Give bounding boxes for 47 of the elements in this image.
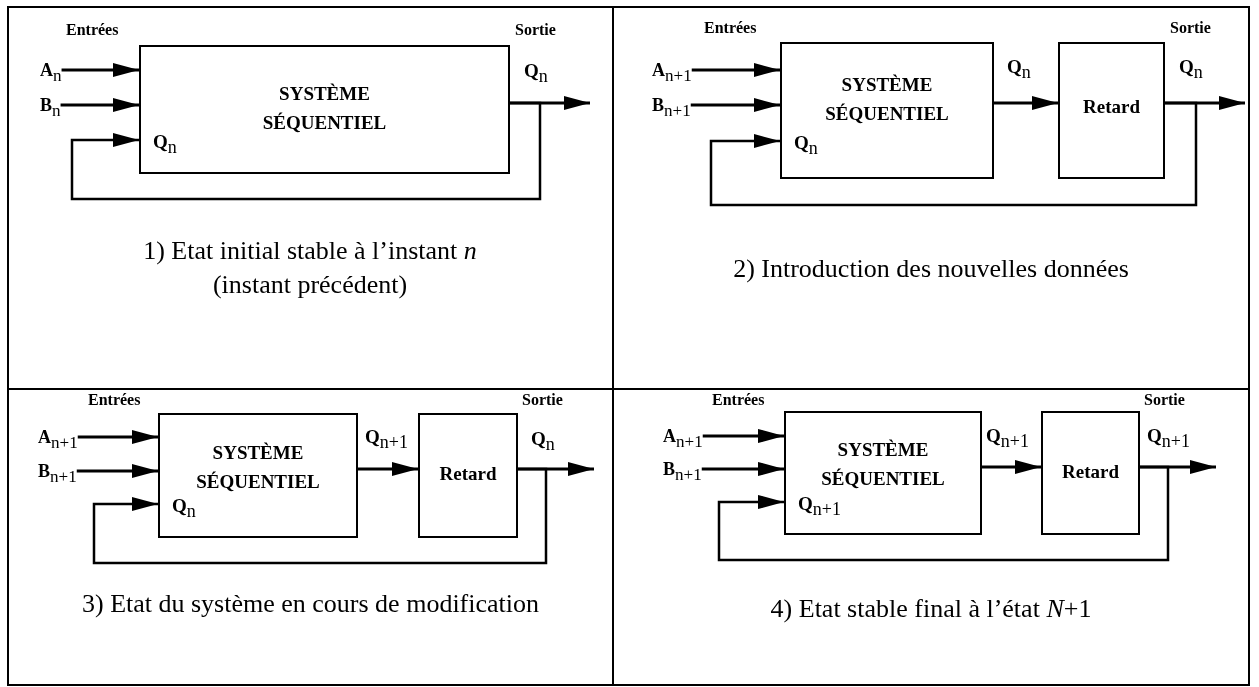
delay-box bbox=[418, 413, 518, 538]
delay-box bbox=[1041, 411, 1140, 535]
arrow bbox=[702, 429, 784, 443]
arrow bbox=[982, 460, 1041, 474]
block-title: Retard bbox=[1082, 95, 1141, 119]
caption-text: 3) Etat du système en cours de modification bbox=[80, 588, 540, 620]
arrow bbox=[701, 462, 784, 476]
inputs-heading: Entrées bbox=[704, 19, 757, 37]
arrow bbox=[994, 96, 1058, 110]
caption-text: 1) Etat initial stable à l’instant n (instant précédent) bbox=[142, 235, 478, 301]
block-title: SYSTÈME SÉQUENTIEL bbox=[195, 441, 321, 494]
caption-text: 4) Etat stable final à l’état N+1 bbox=[769, 593, 1093, 625]
inputs-heading: Entrées bbox=[66, 21, 119, 39]
feedback-arrow bbox=[709, 101, 1198, 207]
caption-text: 2) Introduction des nouvelles données bbox=[732, 253, 1130, 285]
arrow bbox=[358, 462, 418, 476]
arrow bbox=[510, 96, 590, 110]
arrow bbox=[60, 98, 139, 112]
system-box bbox=[158, 413, 358, 538]
delay-box bbox=[1058, 42, 1165, 179]
block-title: Retard bbox=[438, 462, 498, 486]
feedback-arrow bbox=[92, 467, 548, 565]
arrow bbox=[518, 462, 594, 476]
system-box bbox=[784, 411, 982, 535]
arrow bbox=[690, 98, 780, 112]
arrow bbox=[76, 464, 158, 478]
block-title: SYSTÈME SÉQUENTIEL bbox=[261, 82, 388, 135]
output-heading: Sortie bbox=[522, 391, 563, 409]
arrow bbox=[691, 63, 780, 77]
arrow bbox=[1140, 460, 1216, 474]
output-heading: Sortie bbox=[1144, 391, 1185, 409]
output-heading: Sortie bbox=[515, 21, 556, 39]
feedback-arrow bbox=[70, 101, 542, 201]
inputs-heading: Entrées bbox=[88, 391, 141, 409]
arrow bbox=[77, 430, 158, 444]
block-title: SYSTÈME SÉQUENTIEL bbox=[824, 73, 950, 126]
table-cell bbox=[7, 6, 614, 390]
output-heading: Sortie bbox=[1170, 19, 1211, 37]
arrow bbox=[61, 63, 139, 77]
table-cell bbox=[612, 388, 1250, 686]
inputs-heading: Entrées bbox=[712, 391, 765, 409]
feedback-arrow bbox=[717, 465, 1170, 562]
system-box bbox=[139, 45, 510, 174]
block-title: SYSTÈME SÉQUENTIEL bbox=[820, 438, 946, 491]
system-box bbox=[780, 42, 994, 179]
arrow bbox=[1165, 96, 1245, 110]
block-title: Retard bbox=[1061, 460, 1120, 484]
